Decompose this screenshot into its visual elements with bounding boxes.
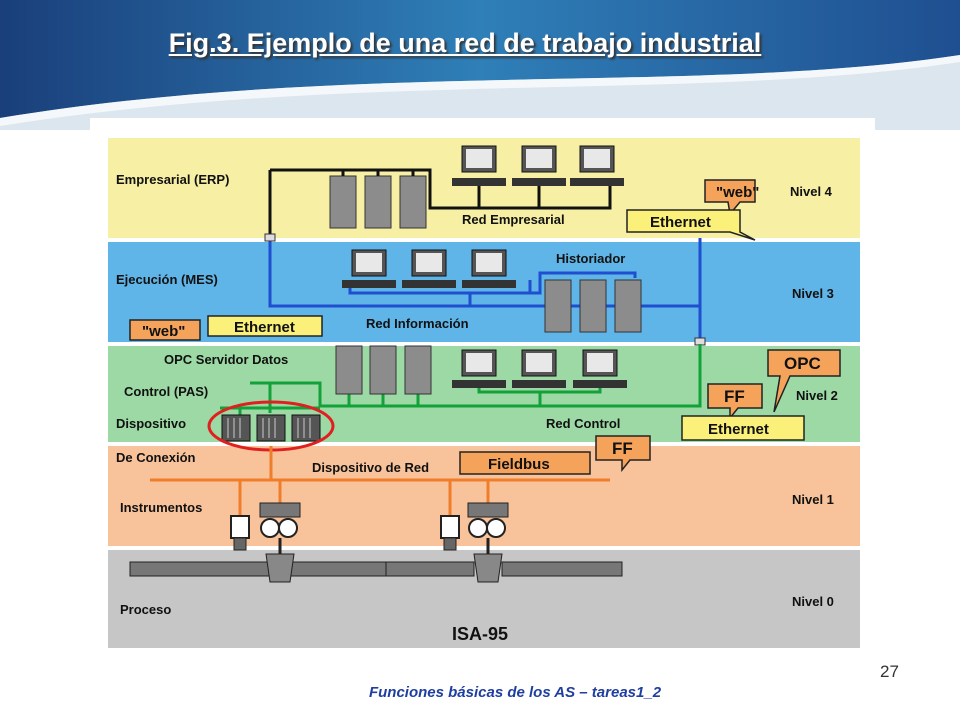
svg-text:Ethernet: Ethernet [650, 214, 711, 231]
svg-text:Fieldbus: Fieldbus [488, 456, 550, 473]
tag-ff-low: FF [595, 435, 651, 473]
svg-text:OPC: OPC [784, 354, 821, 373]
svg-text:FF: FF [724, 387, 745, 406]
tag-web-mid: "web" [129, 319, 201, 341]
svg-text:Ethernet: Ethernet [234, 319, 295, 336]
label-mes: Ejecución (MES) [116, 272, 218, 287]
control-workstations [452, 349, 627, 388]
erp-workstations [452, 145, 624, 186]
pas-servers [335, 345, 432, 395]
tag-opc: OPC [767, 349, 841, 413]
red-empresarial-line [268, 168, 612, 238]
controller-racks [221, 414, 321, 442]
tag-ethernet-mid: Ethernet [207, 315, 323, 337]
label-level-1: Nivel 1 [792, 492, 834, 507]
svg-text:"web": "web" [142, 323, 185, 340]
tag-web-top: "web" [704, 179, 759, 216]
historiador-servers [544, 279, 642, 333]
label-red-control: Red Control [546, 416, 620, 431]
label-proceso: Proceso [120, 602, 171, 617]
field-instruments-2 [385, 502, 623, 583]
industrial-network-diagram: Empresarial (ERP) Ejecución (MES) OPC Se… [90, 118, 875, 660]
label-dispositivo: Dispositivo [116, 416, 186, 431]
label-level-4: Nivel 4 [790, 184, 833, 199]
label-dispositivo-red: Dispositivo de Red [312, 460, 429, 475]
slide-title: Fig.3. Ejemplo de una red de trabajo ind… [168, 28, 762, 58]
page-number: 27 [880, 662, 899, 681]
svg-text:"web": "web" [716, 184, 759, 201]
label-instrumentos: Instrumentos [120, 500, 202, 515]
label-level-3: Nivel 3 [792, 286, 834, 301]
label-level-2: Nivel 2 [796, 388, 838, 403]
label-red-empresarial: Red Empresarial [462, 212, 565, 227]
label-historiador: Historiador [556, 251, 625, 266]
label-isa-95: ISA-95 [452, 624, 508, 644]
svg-text:FF: FF [612, 439, 633, 458]
slide-footer: Funciones básicas de los AS – tareas1_2 [368, 684, 662, 701]
tag-ethernet-low: Ethernet [681, 415, 805, 441]
svg-text:Ethernet: Ethernet [708, 421, 769, 438]
mes-workstations [342, 249, 516, 288]
label-erp: Empresarial (ERP) [116, 172, 229, 187]
tag-fieldbus: Fieldbus [459, 451, 591, 475]
label-level-0: Nivel 0 [792, 594, 834, 609]
erp-servers [329, 175, 427, 229]
label-conexion: De Conexión [116, 450, 196, 465]
fieldbus-line [150, 446, 610, 518]
label-pas: Control (PAS) [124, 384, 208, 399]
label-red-informacion: Red Información [366, 316, 469, 331]
tag-ff-right: FF [707, 383, 763, 421]
label-opc-server: OPC Servidor Datos [164, 352, 288, 367]
tag-ethernet-top: Ethernet [626, 209, 756, 241]
header-banner [0, 0, 960, 130]
